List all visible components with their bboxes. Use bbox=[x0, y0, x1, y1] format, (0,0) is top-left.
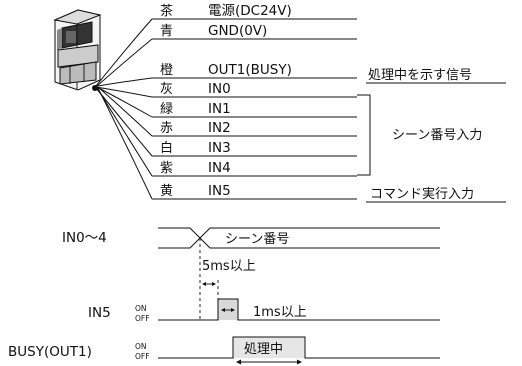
wire-color-label: 白 bbox=[160, 140, 173, 156]
scene-signal-content: シーン番号 bbox=[225, 232, 289, 247]
wire-list: 茶 電源(DC24V) 青 GND(0V) 橙 OUT1(BUSY) 灰 IN0 緑 IN1 赤 IN… bbox=[152, 3, 357, 200]
wire-color-label: 紫 bbox=[160, 161, 173, 176]
wire-color-label: 黄 bbox=[160, 184, 173, 199]
busy-on-label: ON bbox=[135, 342, 147, 351]
pulse-width-label: 1ms以上 bbox=[253, 305, 307, 320]
wire-row: 白 IN3 bbox=[152, 140, 357, 157]
wire-signal-label: GND(0V) bbox=[208, 23, 267, 39]
wire-color-label: 青 bbox=[160, 24, 173, 39]
trigger-function-label: コマンド実行入力 bbox=[370, 186, 474, 202]
wire-strand bbox=[97, 86, 153, 137]
wire-signal-label: IN5 bbox=[208, 183, 231, 199]
in5-pulse-fill bbox=[218, 299, 238, 320]
wire-color-label: 橙 bbox=[160, 63, 173, 78]
wire-strand bbox=[95, 18, 153, 87]
wire-signal-label: IN2 bbox=[208, 120, 231, 136]
setup-time-label: 5ms以上 bbox=[202, 259, 256, 274]
wire-row: 青 GND(0V) bbox=[152, 23, 357, 40]
timing-chart: IN0～4 シーン番号 5ms以上 IN5 ON OFF 1ms以上 BUSY(… bbox=[8, 227, 440, 365]
in5-off-label: OFF bbox=[135, 314, 150, 323]
busy-signal bbox=[158, 336, 440, 359]
wire-strand bbox=[97, 87, 153, 200]
wire-strand bbox=[96, 86, 153, 118]
wire-signal-label: 電源(DC24V) bbox=[208, 3, 292, 19]
wire-signal-label: OUT1(BUSY) bbox=[208, 62, 292, 78]
scene-function-label: シーン番号入力 bbox=[392, 128, 482, 143]
wire-signal-label: IN3 bbox=[208, 140, 231, 156]
wire-color-label: 赤 bbox=[160, 121, 173, 136]
wire-strand bbox=[95, 87, 153, 157]
wire-signal-label: IN1 bbox=[208, 101, 231, 117]
busy-function-label: 処理中を示す信号 bbox=[368, 68, 472, 83]
busy-pulse-fill bbox=[233, 337, 305, 358]
wire-row: 赤 IN2 bbox=[152, 120, 357, 137]
in5-signal bbox=[158, 298, 440, 321]
wire-color-label: 茶 bbox=[160, 3, 173, 19]
wire-row: 紫 IN4 bbox=[152, 160, 357, 177]
wire-bundle bbox=[95, 18, 153, 200]
wire-strand bbox=[96, 87, 153, 177]
timing-label-busy: BUSY(OUT1) bbox=[8, 344, 92, 360]
wire-row: 灰 IN0 bbox=[152, 81, 357, 98]
wire-row: 橙 OUT1(BUSY) bbox=[152, 62, 357, 79]
sensor-device-icon bbox=[53, 9, 102, 91]
timing-label-in0-4: IN0～4 bbox=[62, 230, 107, 246]
wire-row: 黄 IN5 bbox=[152, 183, 357, 200]
wire-color-label: 灰 bbox=[160, 82, 173, 97]
scene-bracket bbox=[357, 94, 371, 176]
timing-label-in5: IN5 bbox=[88, 305, 111, 321]
wire-strand bbox=[96, 38, 153, 87]
in5-on-label: ON bbox=[135, 304, 147, 313]
wire-strand bbox=[95, 86, 153, 98]
busy-signal-content: 処理中 bbox=[244, 342, 283, 357]
wire-row: 茶 電源(DC24V) bbox=[152, 3, 357, 20]
wire-strand bbox=[97, 77, 153, 87]
wire-signal-label: IN0 bbox=[208, 81, 231, 97]
wire-signal-label: IN4 bbox=[208, 160, 231, 176]
wire-row: 緑 IN1 bbox=[152, 101, 357, 118]
wire-color-label: 緑 bbox=[160, 102, 173, 117]
busy-off-label: OFF bbox=[135, 352, 150, 361]
